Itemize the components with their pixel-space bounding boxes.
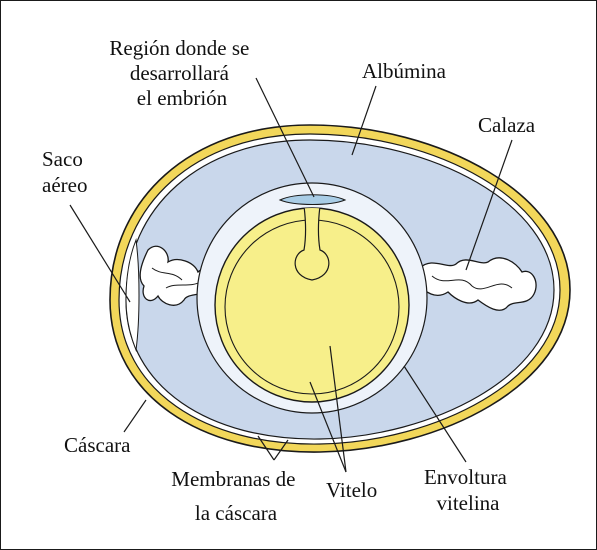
air-sac bbox=[125, 238, 140, 352]
leader-chalaza bbox=[465, 139, 513, 271]
label-vitelline-envelope-line2: vitelina bbox=[437, 491, 501, 515]
leader-membranes-2 bbox=[273, 439, 289, 461]
leader-air-sac bbox=[69, 204, 131, 303]
leader-vitelline-envelope bbox=[403, 365, 467, 463]
label-yolk: Vitelo bbox=[326, 478, 377, 502]
label-vitelline-envelope: Envoltura vitelina bbox=[424, 465, 512, 515]
label-air-sac: Saco aéreo bbox=[42, 147, 88, 197]
chalaza-right bbox=[419, 257, 537, 311]
leader-shell bbox=[123, 399, 147, 433]
leader-yolk-2 bbox=[309, 381, 347, 473]
label-air-sac-line1: Saco bbox=[42, 147, 83, 171]
chalaza-left bbox=[139, 245, 213, 306]
label-shell-membranes-line2: la cáscara bbox=[195, 501, 278, 525]
label-embryo-region-line2: desarrollará bbox=[130, 61, 230, 85]
label-shell-membranes: Membranas de la cáscara bbox=[171, 467, 300, 525]
label-embryo-region-line1: Región donde se bbox=[109, 36, 249, 60]
leader-yolk-1 bbox=[329, 345, 347, 473]
label-air-sac-line2: aéreo bbox=[42, 173, 87, 197]
label-embryo-region-line3: el embrión bbox=[137, 86, 228, 110]
leader-embryo-region bbox=[255, 77, 315, 198]
label-chalaza: Calaza bbox=[478, 113, 536, 137]
latebra bbox=[294, 208, 330, 281]
label-shell: Cáscara bbox=[64, 433, 131, 457]
leader-albumen bbox=[351, 85, 377, 156]
leader-lines bbox=[69, 77, 513, 473]
leader-membranes-1 bbox=[257, 435, 275, 461]
embryo-region bbox=[278, 194, 347, 205]
label-vitelline-envelope-line1: Envoltura bbox=[424, 465, 507, 489]
label-albumen: Albúmina bbox=[362, 59, 447, 83]
label-shell-membranes-line1: Membranas de bbox=[171, 467, 295, 491]
label-embryo-region: Región donde se desarrollará el embrión bbox=[109, 36, 254, 110]
